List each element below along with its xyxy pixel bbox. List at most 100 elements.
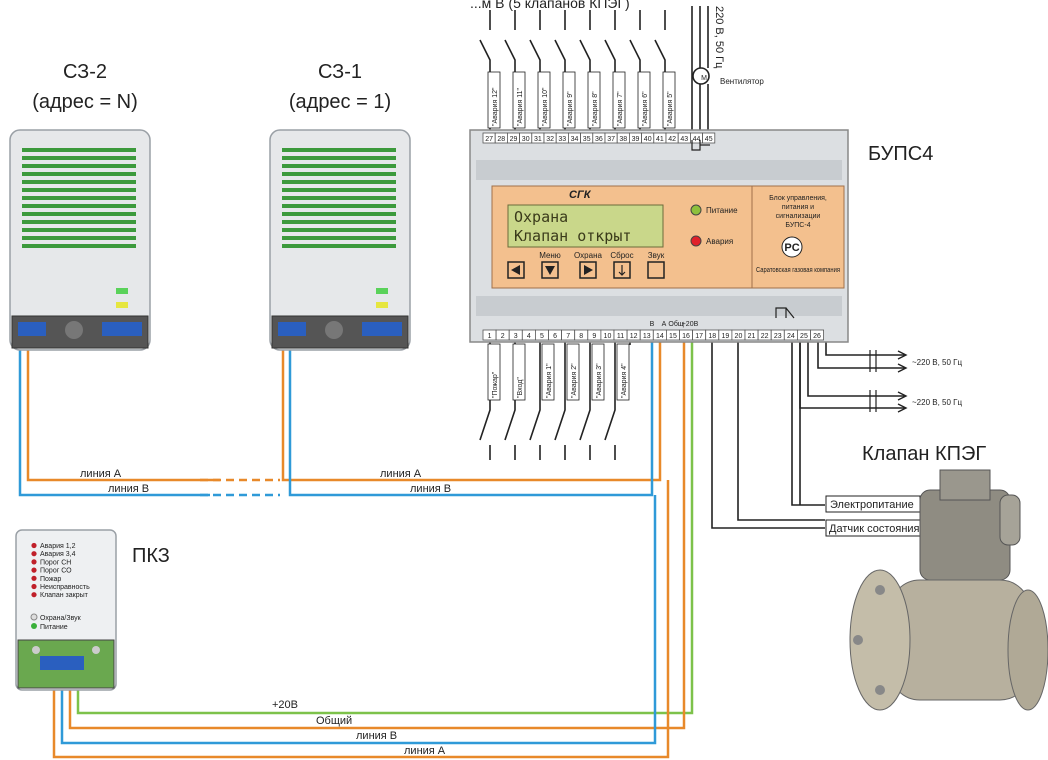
sz2-terminal-right <box>102 322 142 336</box>
terminal-bottom-13[interactable]: 13 <box>639 329 654 341</box>
input-label-top-0: "Авария 12" <box>492 87 499 126</box>
input-box-top-2 <box>537 71 551 129</box>
input-box-bottom-0 <box>487 343 501 401</box>
terminal-bottom-6[interactable]: 6 <box>548 329 563 341</box>
arrow-down-icon <box>545 266 555 275</box>
svg-text:33: 33 <box>558 136 566 143</box>
wire-220-a2 <box>825 340 905 356</box>
terminal-bottom-24[interactable]: 24 <box>783 329 798 341</box>
svg-text:23: 23 <box>774 333 782 340</box>
sz2-name: СЗ-2 <box>63 61 107 83</box>
terminal-top-45[interactable]: 45 <box>702 132 716 144</box>
terminal-top-33[interactable]: 33 <box>555 132 569 144</box>
terminal-top-41[interactable]: 41 <box>653 132 667 144</box>
common-label: Общий <box>316 715 352 727</box>
terminal-top-27[interactable]: 27 <box>482 132 496 144</box>
wire-line-b-sz2 <box>18 335 210 497</box>
terminal-bottom-23[interactable]: 23 <box>770 329 785 341</box>
terminal-top-35[interactable]: 35 <box>580 132 594 144</box>
terminal-bottom-15[interactable]: 15 <box>666 329 680 341</box>
terminal-top-34[interactable]: 34 <box>568 132 582 144</box>
terminal-top-37[interactable]: 37 <box>604 132 618 144</box>
sz1-name: СЗ-1 <box>318 61 362 83</box>
input-box-bottom-4 <box>591 343 605 401</box>
terminal-top-39[interactable]: 39 <box>629 132 643 144</box>
wire-220-b2 <box>807 340 905 397</box>
pkz-item-6: Клапан закрыт <box>40 592 89 599</box>
terminal-bottom-3[interactable]: 3 <box>508 329 523 341</box>
power-220-b: ~220 В, 50 Гц <box>912 398 962 407</box>
terminal-top-28[interactable]: 28 <box>494 132 508 144</box>
terminal-top-31[interactable]: 31 <box>531 132 545 144</box>
svg-text:44: 44 <box>693 136 701 143</box>
guard-button[interactable] <box>579 261 597 279</box>
terminal-bottom-16[interactable]: 16 <box>679 329 694 341</box>
wire-line-a-sz1 <box>281 335 662 482</box>
svg-text:31: 31 <box>534 136 542 143</box>
valve-name: Клапан КПЭГ <box>862 443 986 465</box>
svg-text:21: 21 <box>748 333 756 340</box>
terminal-bottom-21[interactable]: 21 <box>744 329 759 341</box>
relay-bottom <box>775 307 795 319</box>
pkz-sound-label: Охрана/Звук <box>40 615 82 622</box>
menu-label: Меню <box>539 251 561 260</box>
terminal-bottom-7[interactable]: 7 <box>561 329 576 341</box>
terminal-bottom-8[interactable]: 8 <box>574 329 589 341</box>
terminal-bottom-2[interactable]: 2 <box>495 329 510 341</box>
terminal-top-42[interactable]: 42 <box>665 132 679 144</box>
terminal-bottom-1[interactable]: 1 <box>482 329 497 341</box>
pkz-led-4 <box>31 575 37 581</box>
input-box-bottom-5 <box>616 343 630 401</box>
reset-button[interactable] <box>613 261 631 279</box>
terminal-bottom-22[interactable]: 22 <box>757 329 772 341</box>
arrow-220-b <box>897 391 908 413</box>
terminal-bottom-18[interactable]: 18 <box>705 329 720 341</box>
lcd-line2: Клапан открыт <box>514 227 631 245</box>
terminal-bottom-14[interactable]: 14 <box>652 329 667 341</box>
terminal-top-38[interactable]: 38 <box>616 132 630 144</box>
terminal-top-30[interactable]: 30 <box>519 132 533 144</box>
svg-text:35: 35 <box>583 136 591 143</box>
terminal-top-40[interactable]: 40 <box>641 132 655 144</box>
terminal-bottom-25[interactable]: 25 <box>797 329 811 341</box>
input-label-top-6: "Авария 6" <box>642 91 649 126</box>
led-power <box>690 204 702 216</box>
fan-label: Вентилятор <box>720 77 764 86</box>
valve-power-label: Электропитание <box>830 499 914 511</box>
pkz-led-2 <box>31 559 37 565</box>
sz2-led-yellow <box>116 302 128 308</box>
terminal-bottom-4[interactable]: 4 <box>521 329 536 341</box>
terminal-bottom-19[interactable]: 19 <box>718 329 733 341</box>
wire-line-a-sz2 <box>26 335 220 482</box>
terminal-bottom-12[interactable]: 12 <box>626 329 641 341</box>
svg-text:10: 10 <box>604 333 612 340</box>
terminal-bottom-20[interactable]: 20 <box>731 329 746 341</box>
terminal-top-43[interactable]: 43 <box>677 132 691 144</box>
terminal-top-29[interactable]: 29 <box>506 132 520 144</box>
nav-left-button[interactable] <box>507 261 525 279</box>
sound-button[interactable] <box>647 261 665 279</box>
wire-valve-sensor <box>711 340 825 529</box>
terminal-bottom-11[interactable]: 11 <box>613 329 628 341</box>
terminal-bottom-9[interactable]: 9 <box>587 329 602 341</box>
arrow-left-icon <box>511 265 520 275</box>
svg-text:41: 41 <box>656 136 664 143</box>
reset-label: Сброс <box>610 251 633 260</box>
input-box-bottom-3 <box>566 343 580 401</box>
svg-text:18: 18 <box>708 333 716 340</box>
terminal-top-36[interactable]: 36 <box>592 132 606 144</box>
bups4-name: БУПС4 <box>868 143 933 165</box>
wire-220-b <box>799 340 905 409</box>
terminal-bottom-17[interactable]: 17 <box>692 329 707 341</box>
pkz-terminal <box>40 656 84 670</box>
terminal-bottom-26[interactable]: 26 <box>810 329 825 341</box>
terminal-top-32[interactable]: 32 <box>543 132 557 144</box>
menu-button[interactable] <box>541 261 559 279</box>
led-power-label: Питание <box>706 206 738 215</box>
pkz-power-label: Питание <box>40 624 68 631</box>
valve-sensor-label: Датчик состояния <box>829 523 920 535</box>
bottom-switches <box>479 340 631 460</box>
bottom-input-labels: "Пожар""Вход""Авария 1""Авария 2""Авария… <box>487 343 630 401</box>
terminal-bottom-5[interactable]: 5 <box>535 329 549 341</box>
terminal-bottom-10[interactable]: 10 <box>600 329 615 341</box>
